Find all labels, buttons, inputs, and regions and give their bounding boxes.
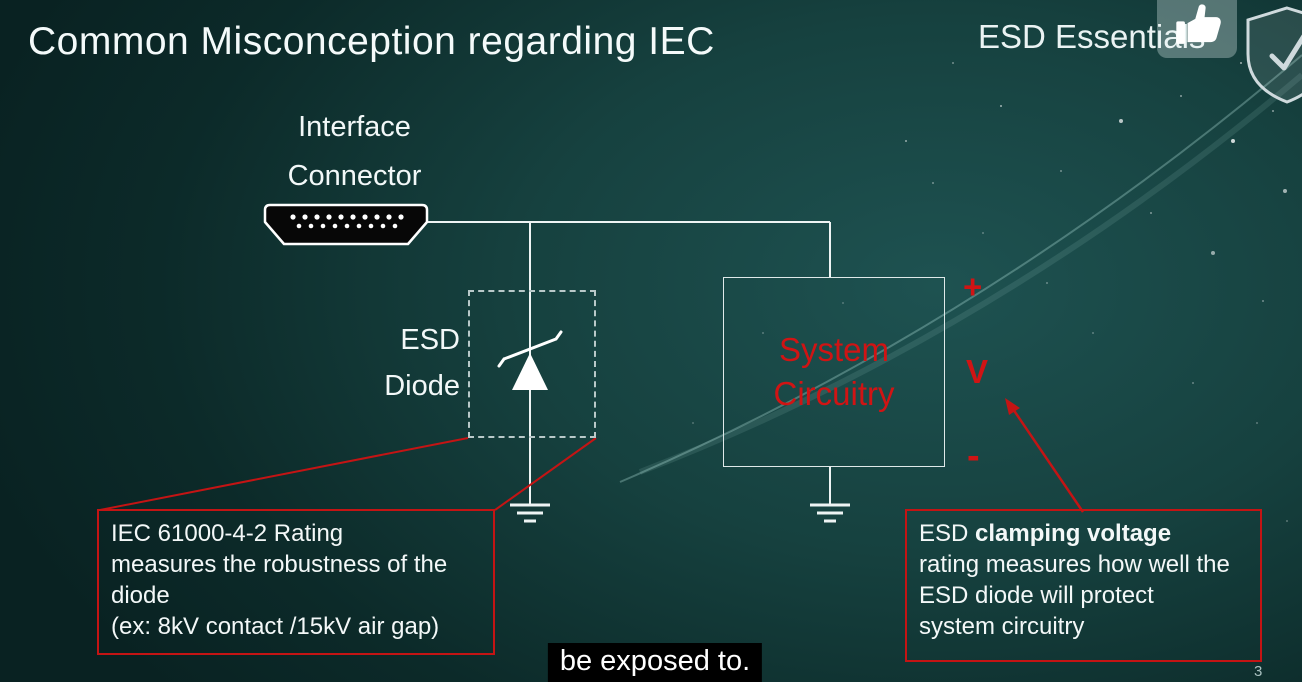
clamping-callout-line4: system circuitry xyxy=(919,613,1085,640)
page-number: 3 xyxy=(1254,663,1263,680)
esd-diode-label: ESD Diode xyxy=(325,317,460,409)
star-field xyxy=(0,0,2,2)
esd-diode-label-line2: Diode xyxy=(384,370,460,402)
ground-symbol-left xyxy=(510,503,550,523)
iec-callout-line2: measures the robustness of the xyxy=(111,551,448,578)
thumbs-up-icon xyxy=(1176,4,1221,44)
thumbs-up-badge xyxy=(1157,0,1237,58)
connector-label-line2: Connector xyxy=(287,160,422,192)
system-box-line1: System xyxy=(778,331,890,368)
page-title: Common Misconception regarding IEC xyxy=(28,20,715,63)
clamping-arrow xyxy=(1005,398,1085,513)
clamping-callout-prefix: ESD xyxy=(919,520,976,547)
esd-diode-highlight-box xyxy=(468,290,596,438)
iec-callout-line4: (ex: 8kV contact /15kV air gap) xyxy=(111,613,440,640)
voltage-label: V xyxy=(966,353,989,390)
clamping-callout-line1: ESD clamping voltage xyxy=(919,518,1248,549)
clamping-callout-line2: rating measures how well the xyxy=(919,551,1230,578)
connector-label: Interface Connector xyxy=(252,103,457,201)
brand-label: ESD Essentials xyxy=(978,18,1206,55)
iec-rating-callout: IEC 61000-4-2 Rating measures the robust… xyxy=(97,509,495,655)
esd-diode-label-line1: ESD xyxy=(400,324,460,356)
shield-logo xyxy=(1242,4,1302,108)
clamping-voltage-callout: ESD clamping voltage rating measures how… xyxy=(905,509,1262,662)
connector-label-line1: Interface xyxy=(298,111,411,143)
shield-icon xyxy=(1246,6,1302,104)
voltage-minus: - xyxy=(967,435,980,477)
clamping-callout-bold: clamping voltage xyxy=(975,520,1172,547)
iec-callout-line1: IEC 61000-4-2 Rating xyxy=(111,520,344,547)
ground-symbol-right xyxy=(810,503,850,523)
system-box-line2: Circuitry xyxy=(773,375,895,412)
system-circuitry-box: System Circuitry xyxy=(723,277,945,467)
zoom-leader-lines xyxy=(99,437,597,511)
iec-callout-line3: diode xyxy=(111,582,170,609)
hdmi-connector-icon xyxy=(262,202,430,250)
subtitle-caption: be exposed to. xyxy=(547,643,763,682)
clamping-callout-line3: ESD diode will protect xyxy=(919,582,1154,609)
voltage-plus: + xyxy=(963,268,983,305)
